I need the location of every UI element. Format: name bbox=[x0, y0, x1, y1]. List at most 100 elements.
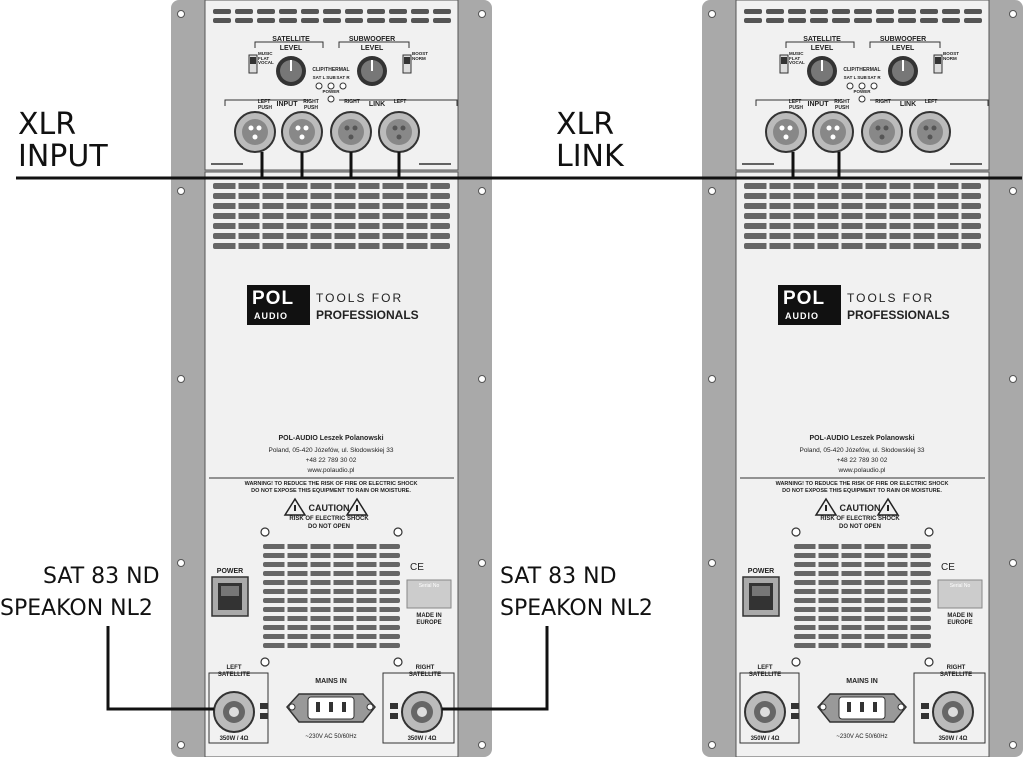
right-satellite-line1: RIGHT bbox=[415, 665, 435, 671]
amplifier-module-right bbox=[700, 0, 1024, 757]
subwoofer-level-label: LEVEL bbox=[360, 45, 384, 52]
company-web: www.polaudio.pl bbox=[307, 467, 355, 474]
xlr-input-label-line1: XLR bbox=[18, 107, 77, 142]
input-left-label: LEFT bbox=[257, 99, 271, 105]
left-satellite-line1: LEFT bbox=[226, 665, 242, 671]
left-rating: 350W / 4Ω bbox=[219, 736, 249, 742]
made-in-line1: MADE IN bbox=[416, 613, 442, 619]
serial-label: Serial No bbox=[418, 583, 440, 589]
company-address: Poland, 05-420 Józefów, ul. Słodowskiej … bbox=[268, 447, 394, 454]
subwoofer-label: SUBWOOFER bbox=[348, 36, 396, 43]
tagline-line1: TOOLS FOR bbox=[847, 291, 935, 305]
input-label: INPUT bbox=[807, 101, 829, 108]
led-sub-label: SUB bbox=[857, 75, 867, 80]
tagline-line2: PROFESSIONALS bbox=[316, 308, 419, 322]
link-right-label: RIGHT bbox=[875, 99, 891, 105]
ce-mark: CE bbox=[941, 562, 955, 573]
xlr-link-label-line2: LINK bbox=[556, 139, 624, 174]
link-right-label: RIGHT bbox=[344, 99, 360, 105]
link-label: LINK bbox=[899, 101, 917, 108]
input-left-push-label: PUSH bbox=[789, 105, 803, 111]
satellite-level-label: LEVEL bbox=[810, 45, 834, 52]
link-left-label: LEFT bbox=[924, 99, 938, 105]
company-address: Poland, 05-420 Józefów, ul. Słodowskiej … bbox=[799, 447, 925, 454]
led-sat-r-label: SAT R bbox=[867, 75, 881, 80]
subwoofer-level-label: LEVEL bbox=[891, 45, 915, 52]
tagline-line2: PROFESSIONALS bbox=[847, 308, 950, 322]
input-label: INPUT bbox=[276, 101, 298, 108]
brand-logo-bottom: AUDIO bbox=[254, 311, 288, 321]
power-led-label: POWER bbox=[322, 89, 340, 94]
mains-in-label: MAINS IN bbox=[846, 678, 878, 685]
boost-mode-label: BOOST NORM bbox=[412, 51, 429, 61]
company-phone: +48 22 789 30 02 bbox=[305, 457, 357, 464]
serial-label: Serial No bbox=[949, 583, 971, 589]
caution-label: CAUTION bbox=[308, 503, 350, 513]
company-web: www.polaudio.pl bbox=[838, 467, 886, 474]
warning-line2: DO NOT EXPOSE THIS EQUIPMENT TO RAIN OR … bbox=[251, 488, 411, 494]
clip-thermal-label: CLIP/THERMAL bbox=[312, 67, 350, 73]
speaker-wire-right bbox=[442, 626, 549, 711]
led-sub-label: SUB bbox=[326, 75, 336, 80]
warning-line1: WARNING! TO REDUCE THE RISK OF FIRE OR E… bbox=[775, 481, 949, 487]
speaker-left-label-model: SAT 83 ND bbox=[43, 564, 160, 589]
company-phone: +48 22 789 30 02 bbox=[836, 457, 888, 464]
tagline-line1: TOOLS FOR bbox=[316, 291, 404, 305]
power-switch-label: POWER bbox=[216, 568, 244, 575]
input-right-push-label: PUSH bbox=[304, 105, 318, 111]
caution-label: CAUTION bbox=[839, 503, 881, 513]
right-rating: 350W / 4Ω bbox=[938, 736, 968, 742]
right-satellite-line2: SATELLITE bbox=[939, 672, 973, 678]
warning-line2: DO NOT EXPOSE THIS EQUIPMENT TO RAIN OR … bbox=[782, 488, 942, 494]
link-label: LINK bbox=[368, 101, 386, 108]
xlr-input-label-line2: INPUT bbox=[18, 139, 108, 174]
made-in-line1: MADE IN bbox=[947, 613, 973, 619]
speaker-left-label-connector: SPEAKON NL2 bbox=[0, 596, 153, 621]
left-satellite-line1: LEFT bbox=[757, 665, 773, 671]
amplifier-module-left bbox=[169, 0, 494, 757]
right-satellite-line2: SATELLITE bbox=[408, 672, 442, 678]
brand-logo-top: POL bbox=[252, 288, 295, 309]
led-sat-l-label: SAT L bbox=[843, 75, 857, 80]
made-in-line2: EUROPE bbox=[416, 620, 442, 626]
satellite-label: SATELLITE bbox=[803, 36, 841, 43]
made-in-line2: EUROPE bbox=[947, 620, 973, 626]
power-led-label: POWER bbox=[853, 89, 871, 94]
left-satellite-line2: SATELLITE bbox=[217, 672, 251, 678]
input-left-push-label: PUSH bbox=[258, 105, 272, 111]
caution-line1: RISK OF ELECTRIC SHOCK bbox=[820, 516, 900, 522]
power-switch-label: POWER bbox=[747, 568, 775, 575]
caution-line2: DO NOT OPEN bbox=[838, 524, 882, 530]
company-name: POL-AUDIO Leszek Polanowski bbox=[278, 435, 384, 442]
right-satellite-line1: RIGHT bbox=[946, 665, 966, 671]
caution-line2: DO NOT OPEN bbox=[307, 524, 351, 530]
mains-in-label: MAINS IN bbox=[315, 678, 347, 685]
ce-mark: CE bbox=[410, 562, 424, 573]
satellite-level-label: LEVEL bbox=[279, 45, 303, 52]
input-right-push-label: PUSH bbox=[835, 105, 849, 111]
mains-spec: ~230V AC 50/60Hz bbox=[305, 734, 357, 740]
eq-mode-label: MUSIC FLAT VOCAL bbox=[258, 51, 274, 65]
brand-logo-top: POL bbox=[783, 288, 826, 309]
mains-spec: ~230V AC 50/60Hz bbox=[836, 734, 888, 740]
brand-logo-bottom: AUDIO bbox=[785, 311, 819, 321]
link-left-label: LEFT bbox=[393, 99, 407, 105]
input-right-label: RIGHT bbox=[303, 99, 319, 105]
right-rating: 350W / 4Ω bbox=[407, 736, 437, 742]
wiring-lines bbox=[16, 152, 1022, 711]
clip-thermal-label: CLIP/THERMAL bbox=[843, 67, 881, 73]
caution-line1: RISK OF ELECTRIC SHOCK bbox=[289, 516, 369, 522]
input-left-label: LEFT bbox=[788, 99, 802, 105]
led-sat-l-label: SAT L bbox=[312, 75, 326, 80]
company-name: POL-AUDIO Leszek Polanowski bbox=[809, 435, 915, 442]
input-right-label: RIGHT bbox=[834, 99, 850, 105]
warning-line1: WARNING! TO REDUCE THE RISK OF FIRE OR E… bbox=[244, 481, 418, 487]
subwoofer-label: SUBWOOFER bbox=[879, 36, 927, 43]
led-sat-r-label: SAT R bbox=[336, 75, 350, 80]
speaker-wire-left bbox=[106, 626, 214, 711]
left-satellite-line2: SATELLITE bbox=[748, 672, 782, 678]
xlr-link-label-line1: XLR bbox=[556, 107, 615, 142]
eq-mode-label: MUSIC FLAT VOCAL bbox=[789, 51, 805, 65]
speaker-right-label-connector: SPEAKON NL2 bbox=[500, 596, 653, 621]
